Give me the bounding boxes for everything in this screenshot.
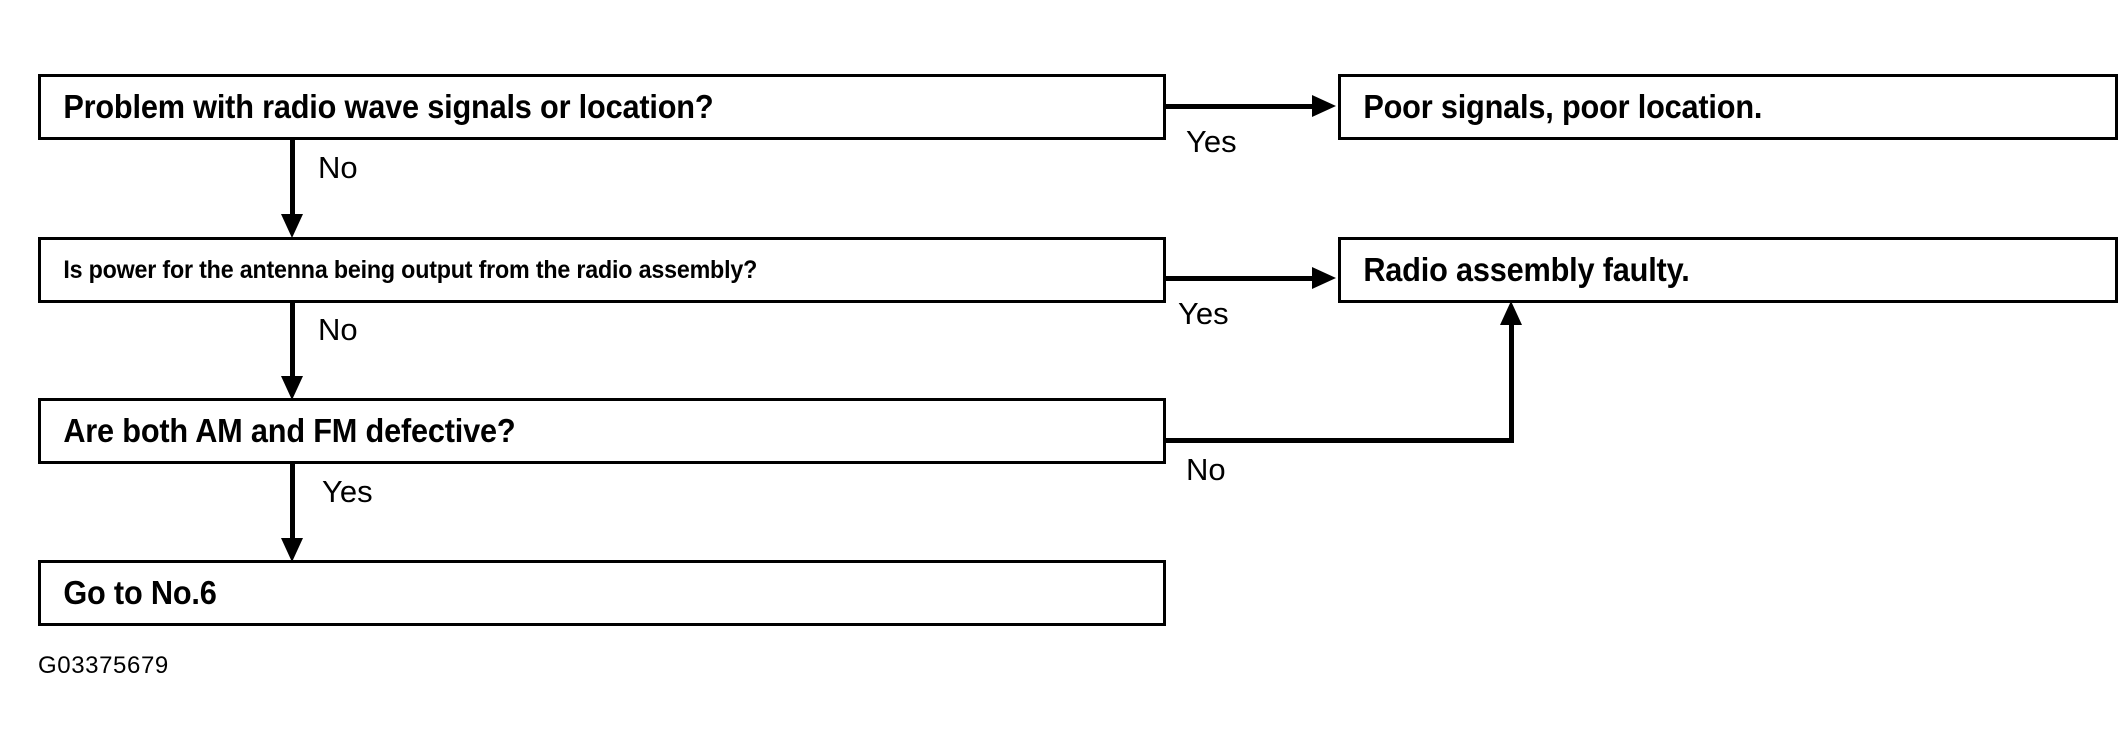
edge-q3-yes-arrowhead xyxy=(281,538,303,562)
node-label: Poor signals, poor location. xyxy=(1363,88,1763,125)
edge-q3-no-vertical xyxy=(1509,322,1514,443)
node-go-to-no6[interactable]: Go to No.6 xyxy=(38,560,1166,626)
edge-q3-yes-line xyxy=(290,464,295,544)
node-label: Problem with radio wave signals or locat… xyxy=(63,88,714,125)
edge-q2-yes-arrowhead xyxy=(1312,267,1336,289)
node-label: Radio assembly faulty. xyxy=(1363,251,1690,288)
edge-label-q2-yes: Yes xyxy=(1178,296,1229,331)
edge-label-q3-yes: Yes xyxy=(322,474,373,509)
edge-q1-no-arrowhead xyxy=(281,214,303,238)
node-antenna-power[interactable]: Is power for the antenna being output fr… xyxy=(38,237,1166,303)
figure-caption: G03375679 xyxy=(38,652,169,679)
node-problem-radio-wave[interactable]: Problem with radio wave signals or locat… xyxy=(38,74,1166,140)
node-label: Is power for the antenna being output fr… xyxy=(63,255,758,284)
node-am-fm-defective[interactable]: Are both AM and FM defective? xyxy=(38,398,1166,464)
edge-q1-yes-arrowhead xyxy=(1312,95,1336,117)
edge-q1-no-line xyxy=(290,140,295,220)
edge-label-q3-no: No xyxy=(1186,452,1226,487)
node-label: Are both AM and FM defective? xyxy=(63,412,516,449)
edge-q3-no-horizontal xyxy=(1166,438,1514,443)
edge-q2-no-line xyxy=(290,303,295,383)
edge-label-q2-no: No xyxy=(318,312,358,347)
edge-q3-no-arrowhead xyxy=(1500,301,1522,325)
node-poor-signals[interactable]: Poor signals, poor location. xyxy=(1338,74,2118,140)
edge-q1-yes-line xyxy=(1166,104,1314,109)
node-label: Go to No.6 xyxy=(63,574,217,611)
node-radio-assembly-faulty[interactable]: Radio assembly faulty. xyxy=(1338,237,2118,303)
edge-q2-no-arrowhead xyxy=(281,376,303,400)
edge-label-q1-yes: Yes xyxy=(1186,124,1237,159)
edge-label-q1-no: No xyxy=(318,150,358,185)
edge-q2-yes-line xyxy=(1166,276,1314,281)
